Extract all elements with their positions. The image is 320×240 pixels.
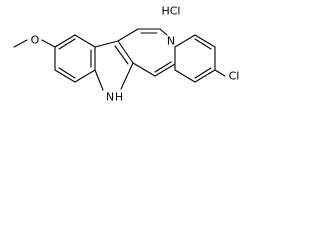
bond-benzene-1 xyxy=(54,34,76,48)
bond-pyrrole-1 xyxy=(94,40,119,48)
bond-right-5 xyxy=(174,69,196,83)
bond-right-2 xyxy=(194,34,216,48)
bond-benzene-5 xyxy=(54,69,76,83)
chlorine-atom-label: Cl xyxy=(229,70,240,83)
bond-benzene-2 xyxy=(74,34,96,48)
bond-pyridine-5-inner xyxy=(154,61,172,73)
bond-right-4 xyxy=(194,69,216,83)
bond-pyridine-6 xyxy=(132,62,156,77)
salt-label: HCl xyxy=(161,5,180,18)
bond-pyrrole-2-inner xyxy=(114,45,129,65)
bond-pyridine-5 xyxy=(154,63,176,77)
atom-labels: HCl O N Cl N H xyxy=(31,5,240,104)
bond-benzene-5-inner xyxy=(58,67,76,79)
bond-oxygen-ring xyxy=(41,39,56,48)
bond-pyridine-1 xyxy=(117,28,139,42)
bond-right-2-inner xyxy=(194,38,212,50)
bond-pyrrole-3 xyxy=(120,62,134,90)
bond-benzene-4 xyxy=(74,69,96,83)
bond-pyrrole-2 xyxy=(117,40,134,64)
bond-pyrrole-4 xyxy=(94,69,104,91)
oxygen-atom-label: O xyxy=(31,34,40,47)
indole-hydrogen-atom-label: H xyxy=(115,91,123,104)
bond-right-4-inner xyxy=(194,67,212,79)
indole-nitrogen-atom-label: N xyxy=(106,91,114,104)
bond-pyridine-3 xyxy=(159,28,168,36)
ring-nitrogen-atom-label: N xyxy=(167,35,175,48)
bond-methyl-oxygen xyxy=(13,39,28,48)
bond-right-1 xyxy=(174,34,196,48)
bond-carbon-chlorine xyxy=(214,69,226,77)
bonds xyxy=(13,28,226,91)
bond-benzene-1-inner xyxy=(58,38,76,50)
chemical-structure-diagram: HCl O N Cl N H xyxy=(13,5,240,104)
